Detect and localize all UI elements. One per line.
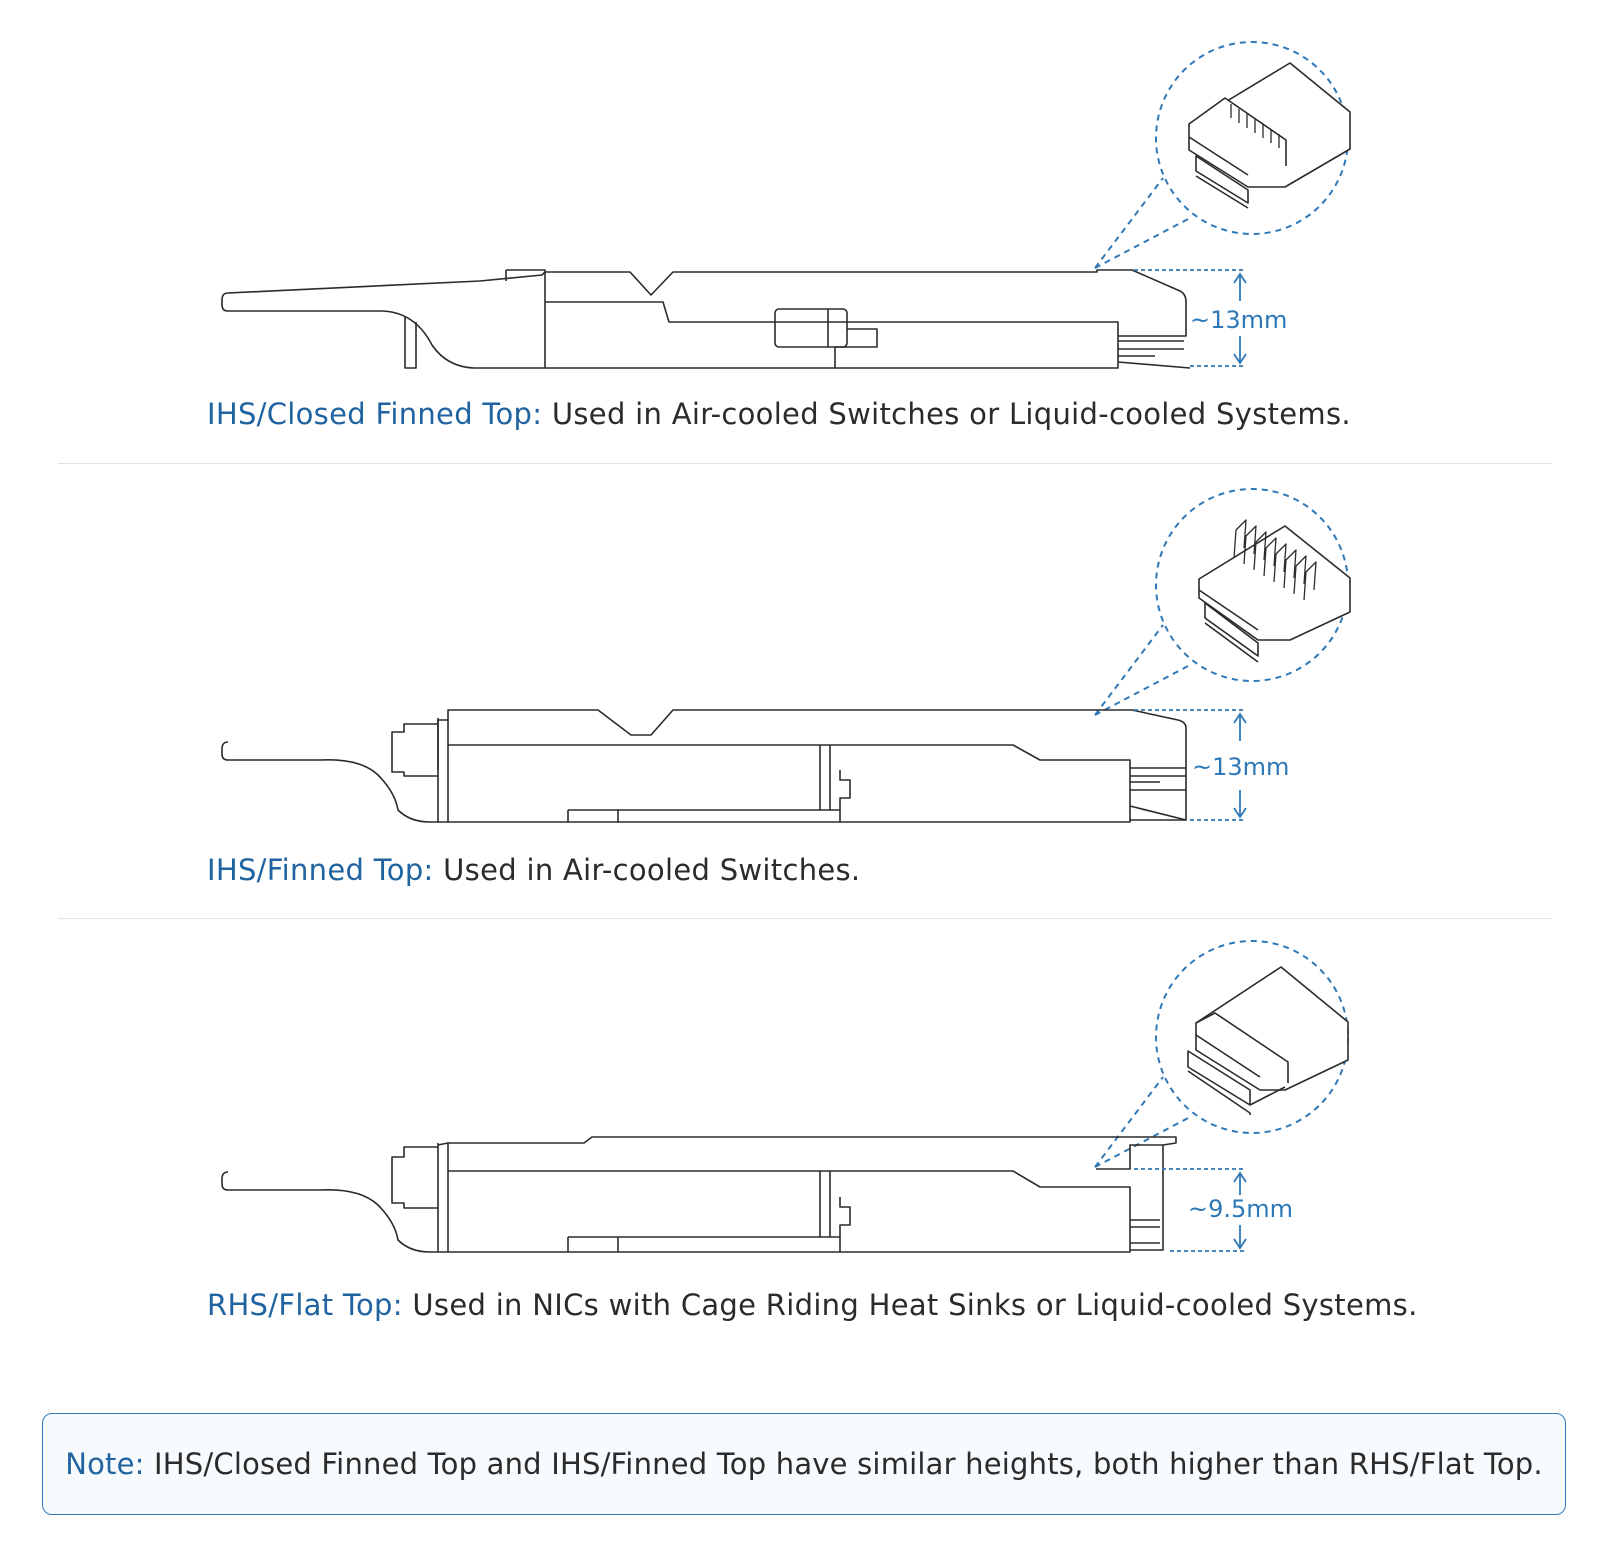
height-label: ~13mm	[1190, 306, 1287, 334]
flat-top-detail	[1187, 966, 1349, 1115]
section-rhs-flat-top: ~9.5mm RHS/Flat Top: Used in NICs with C…	[0, 925, 1600, 1365]
closed-fin-detail	[1188, 62, 1351, 209]
caption-term: IHS/Closed Finned Top	[207, 397, 533, 431]
caption-description: Used in NICs with Cage Riding Heat Sinks…	[412, 1288, 1418, 1322]
section-ihs-finned-top: ~13mm IHS/Finned Top: Used in Air-cooled…	[0, 470, 1600, 910]
caption-term: RHS/Flat Top	[207, 1288, 393, 1322]
module-diagram-finned: ~13mm	[221, 488, 1351, 823]
caption-term: IHS/Finned Top	[207, 853, 424, 887]
section-divider	[58, 463, 1552, 464]
caption: RHS/Flat Top: Used in NICs with Cage Rid…	[207, 1288, 1418, 1322]
module-side-profile	[221, 1136, 1177, 1253]
module-diagram-flat: ~9.5mm	[221, 940, 1349, 1253]
note-text: Note: IHS/Closed Finned Top and IHS/Finn…	[65, 1447, 1543, 1481]
note-body: IHS/Closed Finned Top and IHS/Finned Top…	[154, 1447, 1543, 1481]
caption: IHS/Finned Top: Used in Air-cooled Switc…	[207, 853, 861, 887]
height-label: ~13mm	[1192, 753, 1289, 781]
note-label: Note	[65, 1447, 135, 1481]
caption: IHS/Closed Finned Top: Used in Air-coole…	[207, 397, 1351, 431]
module-diagram-closed-finned: ~13mm	[221, 41, 1351, 369]
height-label: ~9.5mm	[1188, 1195, 1293, 1223]
caption-description: Used in Air-cooled Switches or Liquid-co…	[551, 397, 1351, 431]
section-ihs-closed-finned-top: ~13mm IHS/Closed Finned Top: Used in Air…	[0, 0, 1600, 460]
module-side-profile	[221, 269, 1191, 369]
note-box: Note: IHS/Closed Finned Top and IHS/Finn…	[42, 1413, 1566, 1515]
height-dimension	[1134, 1168, 1247, 1252]
open-fin-detail	[1198, 519, 1351, 663]
height-dimension	[1134, 709, 1247, 821]
section-divider	[58, 918, 1552, 919]
caption-description: Used in Air-cooled Switches.	[443, 853, 861, 887]
height-dimension	[1134, 269, 1247, 367]
module-side-profile	[221, 709, 1187, 823]
